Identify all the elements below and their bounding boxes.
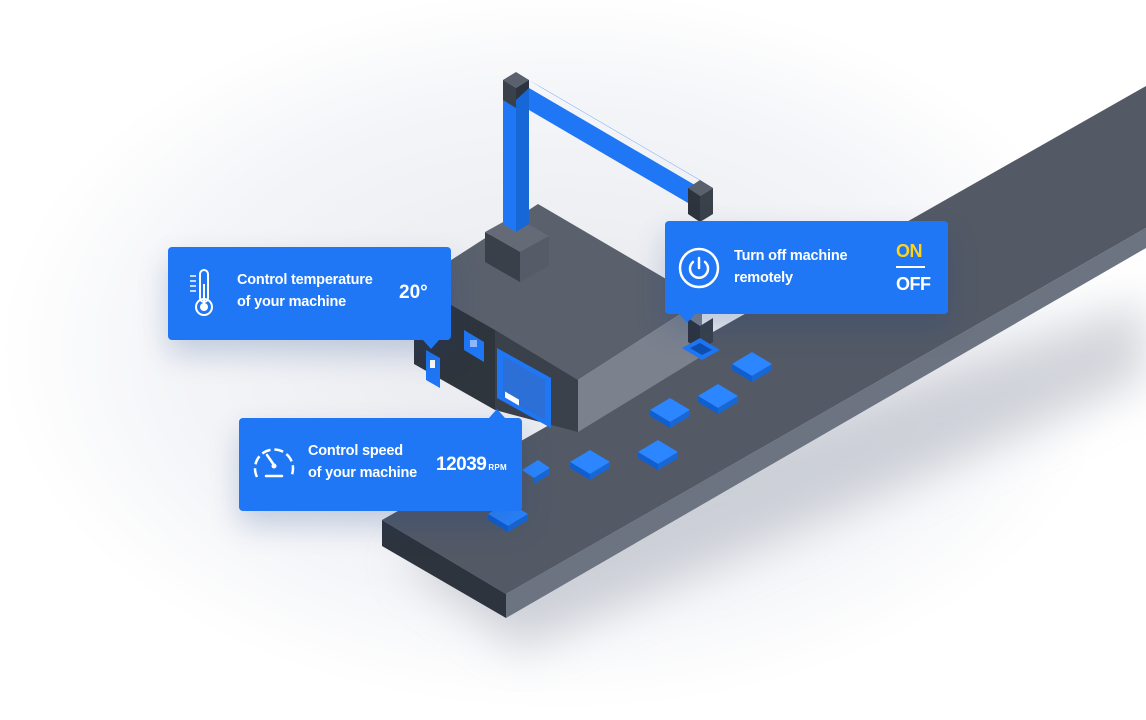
temperature-value: 20°	[399, 282, 428, 303]
arm-post-right	[516, 80, 529, 232]
toggle-on-option[interactable]: ON	[896, 241, 923, 261]
arm-post-left	[503, 80, 516, 232]
machine-screen	[503, 356, 545, 420]
arm-base-right	[520, 236, 549, 282]
arm-base-top	[485, 216, 549, 252]
power-label-line1: Turn off machine	[734, 248, 848, 264]
speed-unit: RPM	[488, 463, 508, 472]
toggle-divider	[896, 266, 925, 268]
power-card[interactable]: Turn off machine remotely ON OFF	[665, 221, 948, 323]
power-icon	[678, 247, 720, 289]
arm-end-joint-left	[688, 188, 700, 222]
arm-beam-front	[529, 88, 700, 210]
conveyor-item	[698, 384, 738, 414]
machine-screen-bar	[505, 391, 519, 406]
conveyor-item	[638, 440, 678, 470]
arm-gripper-inner	[690, 343, 712, 355]
arm-end-joint-top	[688, 180, 713, 196]
speed-label: Control speed of your machine	[308, 440, 438, 484]
machine-front-right	[578, 300, 702, 432]
conveyor-item	[732, 352, 772, 382]
arm-joint-cap	[503, 80, 516, 108]
temperature-card[interactable]: Control temperature of your machine 20°	[168, 247, 451, 349]
speed-number: 12039	[436, 454, 487, 475]
conveyor-item	[650, 398, 690, 428]
robot-arm	[485, 72, 720, 360]
conveyor-items	[488, 352, 772, 532]
machine-switch	[426, 350, 440, 388]
machine-switch-knob	[430, 360, 435, 368]
speed-label-line1: Control speed	[308, 443, 403, 459]
toggle-off-option[interactable]: OFF	[896, 274, 931, 294]
conveyor-item	[570, 450, 610, 480]
arm-end-joint-right	[700, 188, 713, 222]
conveyor-front	[506, 228, 1146, 618]
speedometer-icon	[253, 448, 295, 478]
arm-beam-under	[516, 88, 529, 118]
temperature-label-line2: of your machine	[237, 294, 346, 310]
conveyor-item	[522, 460, 550, 484]
machine-indicator-light	[470, 340, 477, 347]
arm-beam-top	[529, 80, 713, 188]
temperature-label-line1: Control temperature	[237, 272, 373, 288]
speed-label-line2: of your machine	[308, 465, 417, 481]
power-label: Turn off machine remotely	[734, 245, 884, 289]
arm-base-left	[485, 232, 520, 282]
temperature-label: Control temperature of your machine	[237, 269, 397, 313]
power-label-line2: remotely	[734, 270, 793, 286]
power-toggle[interactable]: ON OFF	[896, 240, 940, 295]
conveyor-side	[382, 520, 506, 618]
thermometer-icon	[190, 269, 213, 316]
